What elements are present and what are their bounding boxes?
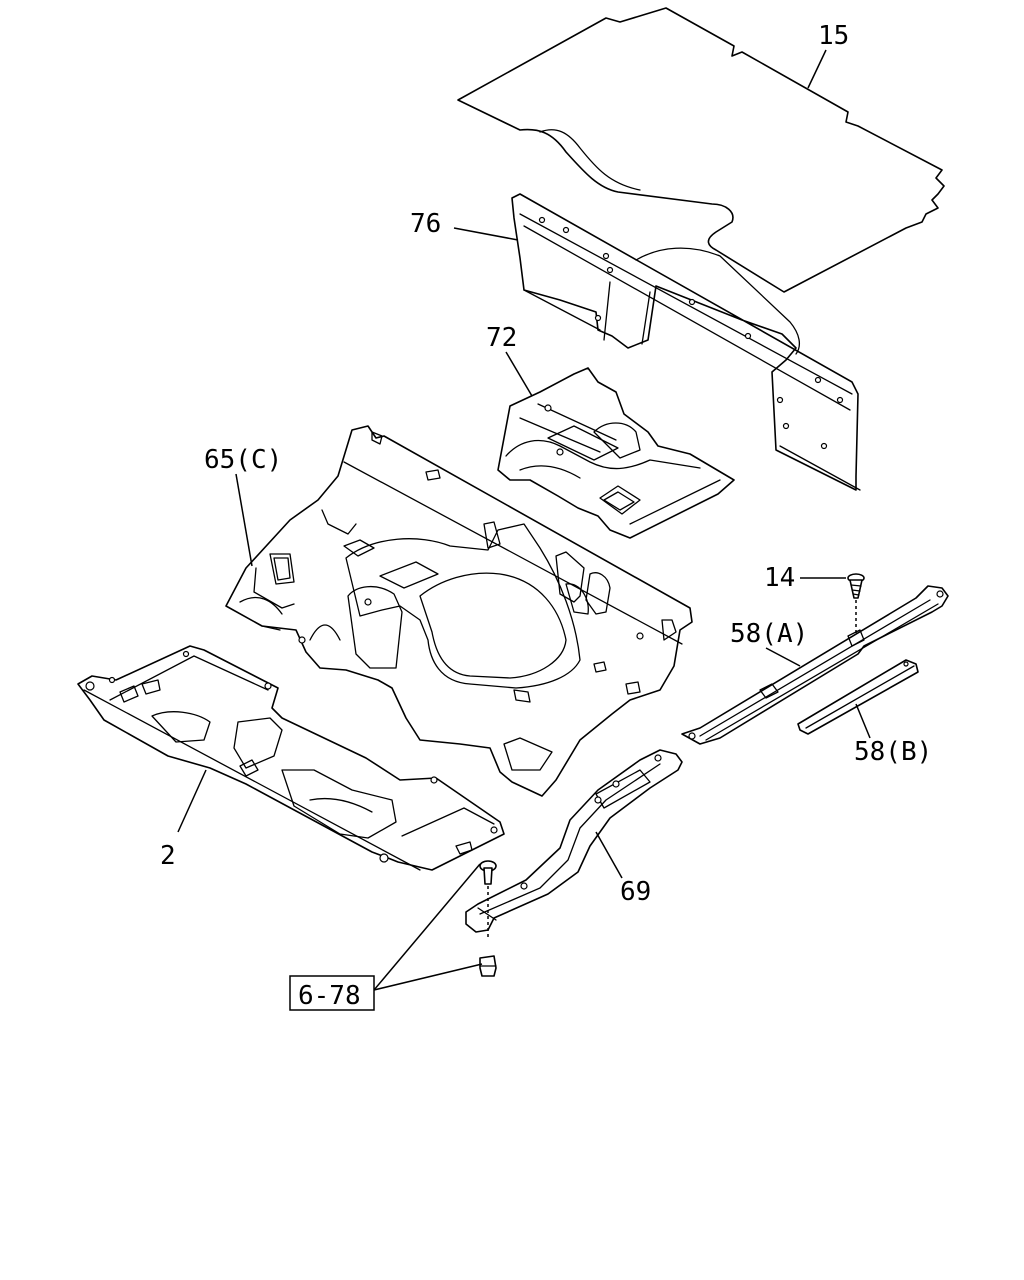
part-14-screw [847, 573, 865, 634]
part-69-side-bracket [465, 749, 683, 933]
callout-labels: 15 76 72 65(C) 14 58(A) 58(B) 2 69 6-78 [160, 21, 932, 1011]
callout-6-78: 6-78 [298, 981, 361, 1011]
part-58b-sill-strip [797, 659, 919, 735]
callout-58a: 58(A) [730, 619, 808, 649]
callout-76: 76 [410, 209, 441, 239]
callout-2: 2 [160, 841, 176, 871]
part-15-rear-mat [457, 7, 945, 293]
part-2-floor-insulator [77, 645, 505, 871]
callout-14: 14 [764, 563, 795, 593]
clip-upper [479, 860, 497, 940]
callout-72: 72 [486, 323, 517, 353]
leader-lines [177, 49, 871, 991]
callout-15: 15 [818, 21, 849, 51]
part-76-rear-bracket [511, 193, 861, 491]
callout-65c: 65(C) [204, 445, 282, 475]
part-58a-sill-rail [681, 585, 949, 745]
callout-6-78-box [289, 975, 375, 1011]
part-65c-floor-carpet [225, 425, 693, 797]
part-72-rear-insulator [497, 367, 735, 539]
callout-69: 69 [620, 877, 651, 907]
clip-lower [479, 955, 497, 977]
callout-58b: 58(B) [854, 737, 932, 767]
